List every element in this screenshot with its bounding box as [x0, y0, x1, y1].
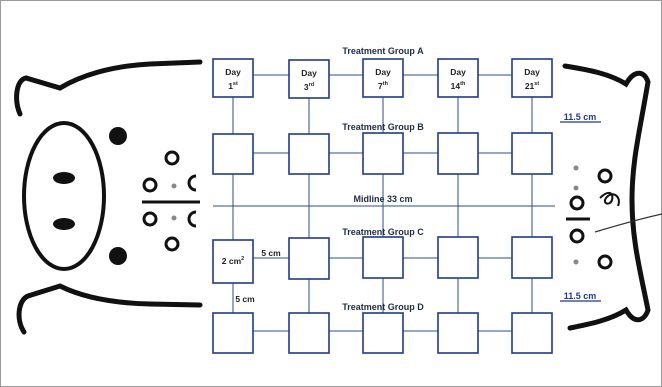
square-b-5 — [512, 133, 552, 174]
square-a-4 — [438, 59, 478, 97]
spacing-horizontal-label: 5 cm — [261, 248, 281, 258]
square-a-1 — [213, 59, 253, 97]
square-a-2 — [289, 60, 329, 98]
nostril-lower — [53, 218, 75, 230]
width-bottom-label: 11.5 cm — [564, 291, 597, 301]
pig-eye-lower — [109, 247, 127, 265]
group-label-b: Treatment Group B — [342, 122, 424, 132]
svg-text:Day: Day — [225, 67, 241, 77]
svg-text:Day: Day — [450, 67, 466, 77]
square-area-label: 2 cm2 — [222, 256, 244, 266]
square-c-2 — [289, 238, 329, 279]
midline-label: Midline 33 cm — [353, 194, 412, 204]
square-b-4 — [438, 133, 478, 174]
nostril-upper — [53, 172, 75, 184]
pig-eye-upper — [109, 127, 127, 145]
skin-dots-right — [574, 166, 579, 265]
group-label-d: Treatment Group D — [342, 302, 424, 312]
square-d-1 — [213, 313, 253, 353]
square-a-3 — [363, 59, 403, 97]
spacing-vertical-label: 5 cm — [235, 294, 255, 304]
square-c-3 — [363, 237, 403, 278]
square-c-4 — [438, 237, 478, 278]
square-a-5 — [512, 59, 552, 97]
square-c-5 — [512, 237, 552, 278]
svg-text:Day: Day — [301, 68, 317, 78]
pig-snout — [24, 123, 104, 269]
square-d-4 — [438, 313, 478, 353]
square-b-1 — [213, 134, 253, 174]
pig-head-outline — [17, 62, 200, 332]
square-d-3 — [363, 313, 403, 353]
width-top-label: 11.5 cm — [564, 112, 597, 122]
group-label-c: Treatment Group C — [342, 227, 424, 237]
square-d-2 — [289, 313, 329, 353]
tail-line — [595, 214, 662, 232]
square-d-5 — [512, 313, 552, 353]
group-label-a: Treatment Group A — [342, 46, 424, 56]
square-b-3 — [363, 133, 403, 174]
svg-text:Day: Day — [375, 67, 391, 77]
svg-text:Day: Day — [524, 67, 540, 77]
pig-tail — [600, 193, 619, 206]
square-b-2 — [289, 134, 329, 174]
